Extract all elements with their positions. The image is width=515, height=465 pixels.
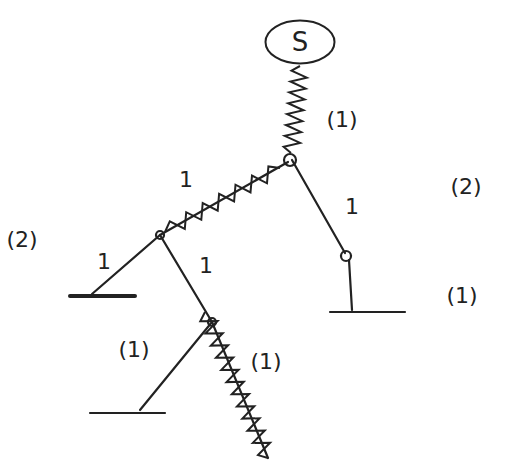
joint xyxy=(341,251,351,261)
links xyxy=(70,154,405,458)
callout-number: (1) xyxy=(446,285,477,307)
spring-symbol xyxy=(284,66,307,153)
ellipse-outline xyxy=(266,21,335,64)
length-label: 1 xyxy=(199,255,213,277)
callout-number: (1) xyxy=(250,351,281,373)
springs xyxy=(165,66,307,458)
joint xyxy=(284,154,296,166)
left-link xyxy=(92,235,160,294)
middle-link xyxy=(160,235,212,322)
joint xyxy=(156,231,164,239)
length-label: 1 xyxy=(97,251,111,273)
spring-symbol xyxy=(165,167,280,233)
ground-line xyxy=(70,294,135,298)
callout-number: (1) xyxy=(326,109,357,131)
lower-link xyxy=(212,322,268,458)
ground-line xyxy=(330,311,405,313)
length-label: 1 xyxy=(179,169,193,191)
callout-number: (2) xyxy=(6,229,37,251)
lower-left-link xyxy=(140,322,212,410)
callout-number: (2) xyxy=(450,176,481,198)
callout-number: (1) xyxy=(118,339,149,361)
length-label: 1 xyxy=(345,196,359,218)
head-circle: S xyxy=(264,19,336,65)
right-link xyxy=(292,160,345,253)
ground-line xyxy=(90,412,165,414)
right-post xyxy=(349,260,352,310)
node-label: S xyxy=(292,29,309,55)
upper-left-link xyxy=(160,162,288,235)
spring-symbol xyxy=(200,312,270,458)
